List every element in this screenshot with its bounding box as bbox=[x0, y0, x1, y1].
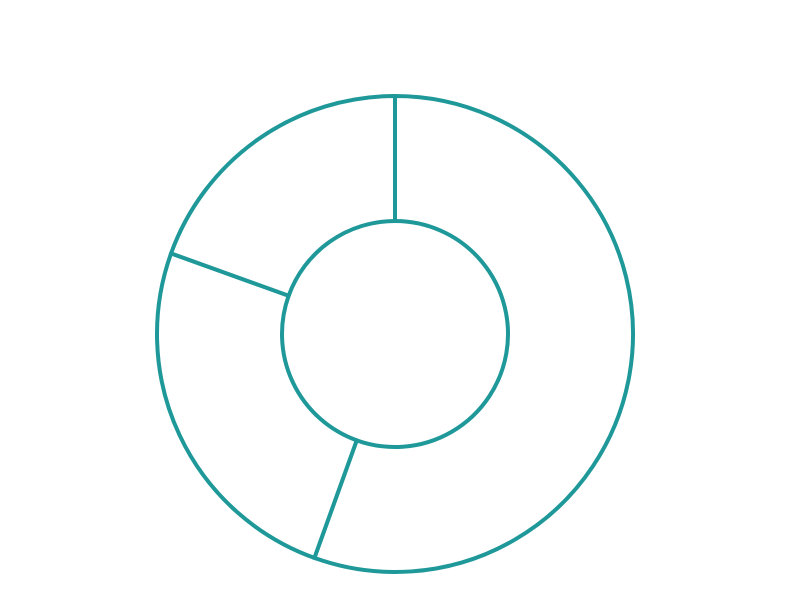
donut-slice-3 bbox=[168, 93, 397, 299]
donut-slice-2 bbox=[155, 250, 360, 561]
donut-slice-1 bbox=[311, 93, 635, 574]
